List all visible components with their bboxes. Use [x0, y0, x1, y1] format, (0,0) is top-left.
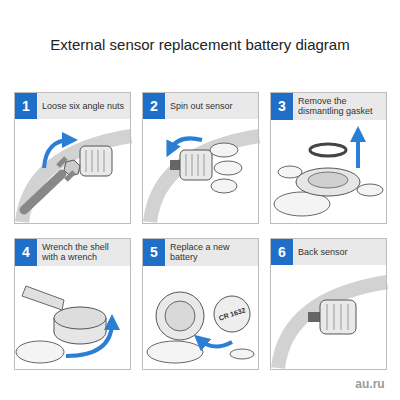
- step-number: 5: [143, 239, 165, 266]
- fingers: [210, 143, 238, 157]
- step-panel: 3 Remove the dismantling gasket: [270, 92, 387, 224]
- step-number: 1: [15, 93, 37, 119]
- hand: [16, 341, 64, 363]
- watermark: au.ru: [355, 377, 384, 391]
- lift-arrow: [358, 134, 359, 168]
- step-header: 2 Spin out sensor: [143, 93, 258, 119]
- step-label: Wrench the shell with a wrench: [37, 239, 130, 266]
- new-battery: [214, 296, 250, 332]
- step-header: 5 Replace a new battery: [143, 239, 258, 266]
- tire: [278, 282, 387, 368]
- sensor-open: [156, 292, 204, 340]
- step-number: 6: [271, 239, 293, 265]
- sensor-cap: [86, 150, 104, 172]
- step-number-text: 3: [278, 98, 286, 114]
- gasket: [310, 144, 346, 156]
- fingers: [357, 184, 383, 196]
- step-panel: 4 Wrench the shell with a wrench: [14, 238, 131, 370]
- sensor-cap: [80, 146, 112, 176]
- step-number-text: 2: [150, 98, 158, 114]
- step-label: Replace a new battery: [165, 239, 258, 266]
- sensor-cap: [320, 300, 356, 334]
- tire: [278, 282, 387, 368]
- step-panel: 2 Spin out sensor: [142, 92, 259, 224]
- sensor-cap: [180, 150, 212, 180]
- insert-arrow: [200, 340, 232, 347]
- sensor-open: [308, 172, 348, 188]
- gasket: [310, 144, 346, 156]
- fingers: [211, 179, 237, 193]
- sensor-cap: [327, 304, 348, 330]
- step-header: 6 Back sensor: [271, 239, 386, 265]
- step-number-text: 1: [22, 98, 30, 114]
- step-number-text: 4: [22, 244, 30, 260]
- sensor-cap: [320, 300, 356, 334]
- fingers: [214, 161, 242, 175]
- tire: [22, 136, 131, 222]
- shell-key: [22, 286, 64, 310]
- sensor-cap: [80, 146, 112, 176]
- turn-arrow: [44, 140, 70, 168]
- tire: [150, 136, 259, 222]
- step-label: Remove the dismantling gasket: [293, 93, 386, 120]
- step-panel: 1 Loose six angle nuts: [14, 92, 131, 224]
- step-number-text: 5: [150, 244, 158, 260]
- sensor-cap: [186, 154, 204, 176]
- step-panel: 6 Back sensor: [270, 238, 387, 370]
- tire: [22, 136, 131, 222]
- fingers: [278, 166, 383, 196]
- step-header: 4 Wrench the shell with a wrench: [15, 239, 130, 266]
- valve-stem: [308, 312, 320, 322]
- shell-key: [22, 286, 64, 310]
- sensor-open: [156, 292, 204, 340]
- fingers: [278, 166, 302, 178]
- fingers: [230, 349, 254, 359]
- hand: [16, 341, 64, 363]
- step-number: 2: [143, 93, 165, 119]
- valve-stem: [308, 312, 320, 322]
- lift-arrow: [356, 134, 360, 168]
- title: External sensor replacement battery diag…: [0, 36, 400, 53]
- sensor-open: [296, 168, 360, 196]
- insert-arrow: [200, 340, 232, 347]
- valve-stem: [170, 160, 180, 170]
- turn-arrow: [44, 140, 70, 168]
- wrench: [24, 158, 74, 210]
- turn-arrow: [170, 138, 202, 150]
- fingers: [210, 143, 242, 193]
- fingers: [230, 349, 254, 359]
- sensor-open: [296, 168, 360, 196]
- step-label: Back sensor: [293, 244, 386, 260]
- wrench: [58, 158, 74, 180]
- sensor-shell: [54, 307, 106, 344]
- wrench: [24, 174, 62, 210]
- sensor-cap: [180, 150, 212, 180]
- turn-arrow: [66, 322, 112, 356]
- step-label: Spin out sensor: [165, 98, 258, 114]
- step-number: 4: [15, 239, 37, 266]
- battery-marking: CR 1632: [218, 306, 246, 321]
- step-header: 1 Loose six angle nuts: [15, 93, 130, 119]
- valve-stem: [170, 160, 180, 170]
- step-panel: 5 Replace a new battery: [142, 238, 259, 370]
- step-header: 3 Remove the dismantling gasket: [271, 93, 386, 120]
- step-number: 3: [271, 93, 293, 120]
- tire: [150, 136, 259, 222]
- hand: [147, 341, 203, 363]
- turn-arrow: [170, 138, 202, 150]
- new-battery: [214, 296, 250, 332]
- hand: [147, 341, 203, 363]
- sensor-open: [165, 301, 195, 331]
- step-number-text: 6: [278, 244, 286, 260]
- turn-arrow: [66, 322, 112, 356]
- step-label: Loose six angle nuts: [37, 98, 130, 114]
